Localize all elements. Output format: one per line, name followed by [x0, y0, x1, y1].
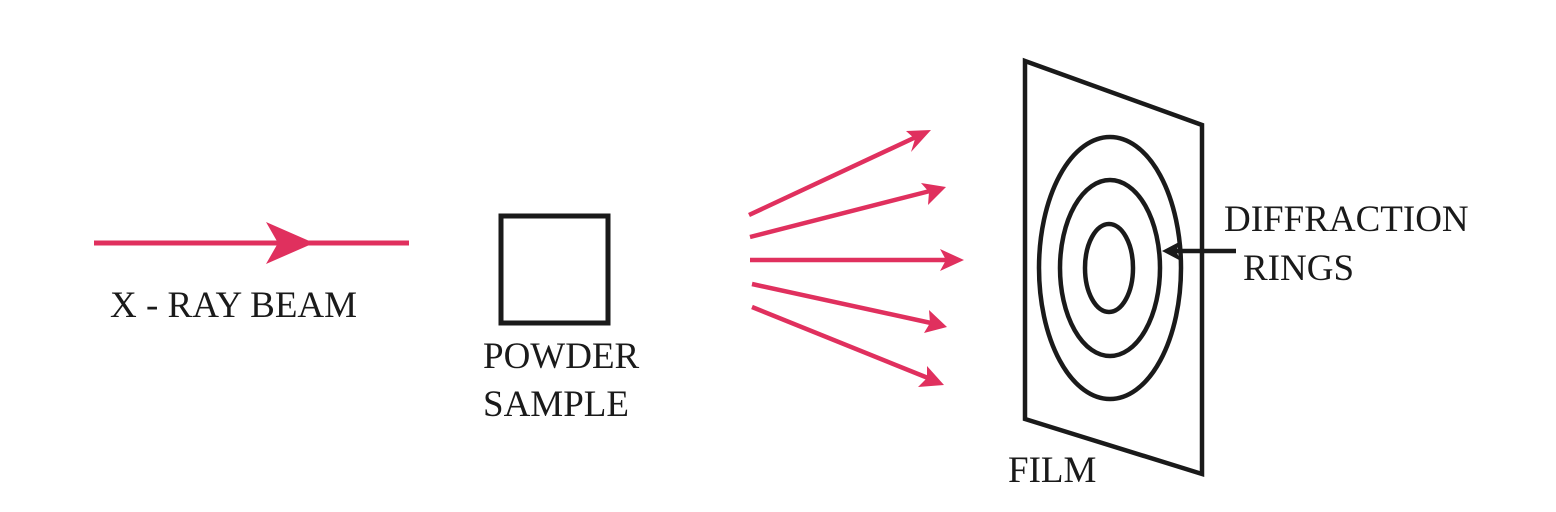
powder-sample-box [498, 213, 611, 326]
diffraction-rings [1036, 134, 1184, 402]
diffracted-rays [748, 130, 964, 387]
ring-outer [1036, 134, 1184, 402]
diffracted-ray-2 [749, 183, 946, 240]
sample-label-line2: SAMPLE [483, 384, 629, 425]
diffracted-ray-1 [748, 130, 931, 218]
rings-label-line1: DIFFRACTION [1224, 199, 1469, 240]
diffracted-ray-5 [751, 304, 944, 387]
beam-arrowhead [266, 222, 314, 264]
film-plate [1022, 57, 1205, 478]
xray-beam [94, 222, 409, 264]
diffracted-ray-3 [750, 249, 964, 271]
sample-label-line1: POWDER [483, 336, 640, 377]
rings-label-line2: RINGS [1243, 248, 1354, 289]
film-label: FILM [1008, 450, 1096, 491]
diffracted-ray-4 [751, 281, 947, 333]
ring-inner [1082, 221, 1136, 315]
ring-middle [1057, 177, 1163, 359]
rings-pointer-arrow [1162, 241, 1236, 261]
beam-label: X - RAY BEAM [110, 285, 357, 326]
